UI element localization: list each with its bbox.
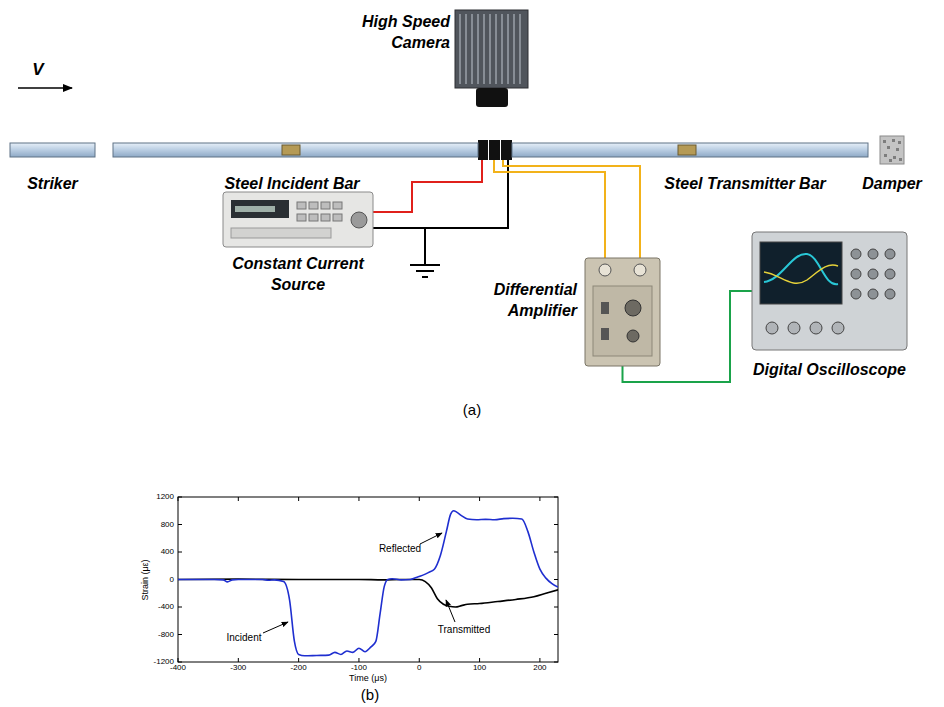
tick-label: 1200 <box>156 493 174 502</box>
transmitter-bar-shape <box>512 143 868 157</box>
tick-label: 0 <box>417 664 421 673</box>
tick-label: 800 <box>161 520 174 529</box>
digital-oscilloscope: Digital Oscilloscope <box>752 232 907 350</box>
tick-label: 200 <box>533 664 546 673</box>
tick-mark <box>554 497 558 498</box>
tick-mark <box>178 497 182 498</box>
tick-label: -400 <box>158 603 174 612</box>
tick-mark <box>178 607 182 608</box>
tick-mark <box>554 552 558 553</box>
curve-label: Reflected <box>379 543 421 554</box>
tick-mark <box>539 497 540 501</box>
tick-label: 0 <box>170 575 174 584</box>
tick-mark <box>178 634 182 635</box>
digital-oscilloscope-shape <box>752 232 907 350</box>
striker-bar-shape <box>10 143 95 157</box>
tick-mark <box>178 524 182 525</box>
velocity-label: V <box>32 61 43 80</box>
part-label: Digital Oscilloscope <box>753 360 906 381</box>
tick-label: -300 <box>230 664 246 673</box>
red-wire <box>373 160 482 212</box>
tick-mark <box>554 579 558 580</box>
differential-amplifier: Differential Amplifier <box>585 258 660 366</box>
tick-label: 100 <box>473 664 486 673</box>
transmitted-curve <box>178 579 558 607</box>
differential-amplifier-shape <box>585 258 660 366</box>
specimen <box>478 140 512 160</box>
camera-icon: High Speed Camera <box>455 10 530 107</box>
part-label: Damper <box>862 174 922 195</box>
part-label: Striker <box>27 174 78 195</box>
orange-wire <box>503 160 640 258</box>
part-label: Differential Amplifier <box>477 280 577 322</box>
damper-block-shape <box>880 136 904 164</box>
tick-mark <box>178 658 179 662</box>
tick-mark <box>554 524 558 525</box>
leader-line <box>263 622 288 633</box>
strain-gauge <box>282 145 300 155</box>
panel-label: (a) <box>463 402 481 419</box>
current-source: Constant Current Source <box>223 192 373 247</box>
panel-label: (b) <box>361 687 379 704</box>
tick-mark <box>358 658 359 662</box>
ground-symbol <box>410 265 440 277</box>
axis-title: Time (μs) <box>349 674 387 684</box>
tick-label: -100 <box>351 664 367 673</box>
tick-mark <box>358 497 359 501</box>
plot-frame <box>178 497 558 662</box>
leader-line <box>420 533 442 544</box>
transmitter-bar: Steel Transmitter Bar <box>512 143 868 157</box>
incident-bar-shape <box>113 143 478 157</box>
tick-mark <box>178 662 182 663</box>
tick-mark <box>238 497 239 501</box>
strain-chart <box>178 497 558 662</box>
part-label: Steel Transmitter Bar <box>664 174 826 195</box>
tick-mark <box>479 658 480 662</box>
tick-mark <box>178 552 182 553</box>
strain-gauge <box>678 145 696 155</box>
tick-mark <box>238 658 239 662</box>
curve-label: Incident <box>226 632 261 643</box>
tick-label: 400 <box>161 548 174 557</box>
tick-mark <box>419 658 420 662</box>
damper-block: Damper <box>880 136 904 164</box>
orange-wire <box>494 160 605 258</box>
tick-mark <box>419 497 420 501</box>
tick-label: -200 <box>291 664 307 673</box>
tick-label: -800 <box>158 630 174 639</box>
incident-bar: Steel Incident Bar <box>113 143 478 157</box>
part-label: Constant Current Source <box>213 254 383 296</box>
tick-mark <box>178 497 179 501</box>
part-label: High Speed Camera <box>338 12 450 54</box>
tick-mark <box>539 658 540 662</box>
black-wire <box>373 160 508 228</box>
tick-label: -400 <box>170 664 186 673</box>
incident-reflected-curve <box>178 511 558 656</box>
camera-icon-shape <box>455 10 530 107</box>
tick-mark <box>298 497 299 501</box>
tick-mark <box>554 634 558 635</box>
curve-label: Transmitted <box>438 624 490 635</box>
tick-mark <box>554 662 558 663</box>
ground-wire <box>424 228 426 265</box>
tick-mark <box>298 658 299 662</box>
tick-mark <box>554 607 558 608</box>
tick-mark <box>479 497 480 501</box>
velocity-arrow <box>18 87 72 89</box>
striker-bar: Striker <box>10 143 95 157</box>
current-source-shape <box>223 192 373 247</box>
leader-line <box>446 600 455 622</box>
axis-title: Strain (με) <box>141 559 151 600</box>
